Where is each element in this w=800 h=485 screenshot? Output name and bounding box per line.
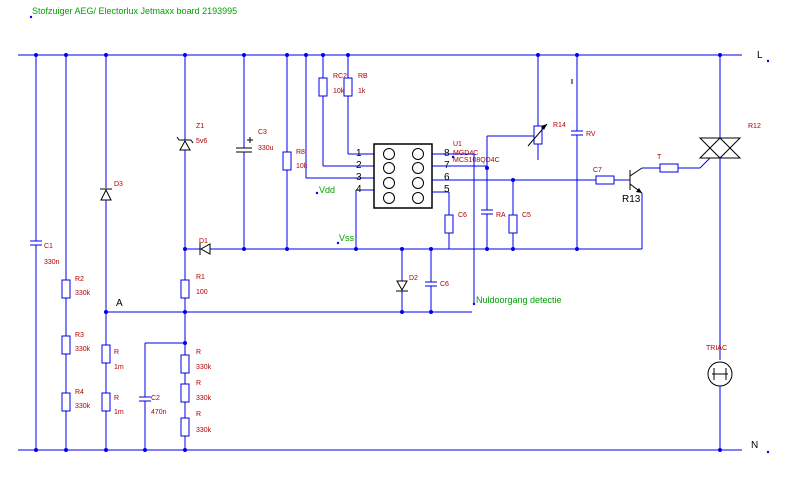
diode-d3-column (100, 55, 112, 450)
ra-ref: C6 (458, 212, 467, 219)
pin7-net (432, 135, 530, 249)
c2-value: 470n (151, 409, 167, 416)
r3-ref: R3 (75, 332, 84, 339)
z1-value: 5v6 (196, 138, 207, 145)
pin-5: 5 (444, 184, 450, 195)
r-330k-c-ref: R (196, 411, 201, 418)
r-330k-b-ref: R (196, 380, 201, 387)
u1-ref: U1 (453, 141, 462, 148)
pin-6: 6 (444, 172, 450, 183)
c5-ref: RA (496, 212, 506, 219)
m-ref: TRIAC (706, 345, 727, 352)
capacitor-c1 (30, 55, 42, 450)
u1-part2: MCS108QD4C (453, 157, 500, 164)
r2-value: 330k (75, 290, 91, 297)
rb-value: 1k (358, 88, 366, 95)
r-330k-a-value: 330k (196, 364, 212, 371)
resistor-rc2 (318, 55, 374, 167)
pin-3: 3 (356, 172, 362, 183)
resistor-rb (343, 55, 374, 155)
vdd-label: Vdd (319, 185, 335, 195)
line-rail-marker (766, 59, 770, 63)
c3-value: 330u (258, 145, 274, 152)
r-1m-b-value: 1m (114, 409, 124, 416)
resistor-r8 (282, 55, 292, 249)
title: Stofzuiger AEG/ Electorlux Jetmaxx board… (32, 6, 237, 16)
motor-m (707, 361, 733, 450)
c2-ref: C2 (151, 395, 160, 402)
ic-u1 (373, 143, 433, 209)
c3-ref: C3 (258, 129, 267, 136)
d3-ref: D3 (114, 181, 123, 188)
rc2-ref: RC2 (333, 73, 347, 80)
r2-ref: R2 (75, 276, 84, 283)
vdd-net (305, 55, 374, 179)
zener-z1-column (176, 55, 194, 450)
pin-2: 2 (356, 160, 362, 171)
r-330k-a-ref: R (196, 349, 201, 356)
r14-ref: C5 (522, 212, 531, 219)
r-330k-c-value: 330k (196, 427, 212, 434)
r12-ref: T (657, 154, 662, 161)
transistor-t (629, 167, 660, 194)
vss-label: Vss (339, 233, 355, 243)
r1-value: 100 (196, 289, 208, 296)
resistor-r14 (508, 180, 518, 249)
zero-cross-label: Nuldoorgang detectie (476, 295, 562, 305)
rv-ref: R14 (553, 122, 566, 129)
rc2-value: 10k (333, 88, 345, 95)
potentiometer-rv (527, 55, 548, 160)
c6-ref: C6 (440, 281, 449, 288)
node-a-label: A (116, 298, 123, 309)
r-330k-b-value: 330k (196, 395, 212, 402)
rb-ref: RB (358, 73, 368, 80)
triac-ref: R12 (748, 123, 761, 130)
r13-ref: C7 (593, 167, 602, 174)
r-1m-a-ref: R (114, 349, 119, 356)
vss-net (185, 193, 643, 255)
title-marker (29, 15, 33, 19)
triac (698, 55, 742, 360)
pin5-net-resistor-ra (432, 191, 454, 249)
pin-1: 1 (356, 148, 362, 159)
z1-ref: Z1 (196, 123, 204, 130)
c1-ref: C1 (44, 243, 53, 250)
r-1m-a-value: 1m (114, 364, 124, 371)
resistor-chain-r2-r4 (61, 55, 71, 450)
d2-ref: D2 (409, 275, 418, 282)
capacitor-c7 (571, 55, 583, 249)
r3-value: 330k (75, 346, 91, 353)
r8-value: 10k (296, 163, 308, 170)
r4-ref: R4 (75, 389, 84, 396)
diode-d2 (396, 249, 408, 312)
resistor-r12 (659, 157, 711, 173)
capacitor-c6 (425, 249, 437, 312)
t-ref: R13 (622, 194, 641, 205)
capacitor-c3 (236, 55, 253, 249)
neutral-rail-marker (766, 450, 770, 454)
d1-ref: D1 (199, 238, 208, 245)
capacitor-c2 (139, 342, 185, 450)
r-1m-b-ref: R (114, 395, 119, 402)
r8-ref: R8 (296, 149, 305, 156)
r4-value: 330k (75, 403, 91, 410)
r1-ref: R1 (196, 274, 205, 281)
neutral-rail-label: N (751, 440, 758, 451)
c1-value: 330n (44, 259, 60, 266)
resistor-r13 (595, 175, 630, 185)
pin-4: 4 (356, 184, 362, 195)
line-rail-label: L (757, 50, 763, 61)
c7-ref: RV (586, 131, 596, 138)
